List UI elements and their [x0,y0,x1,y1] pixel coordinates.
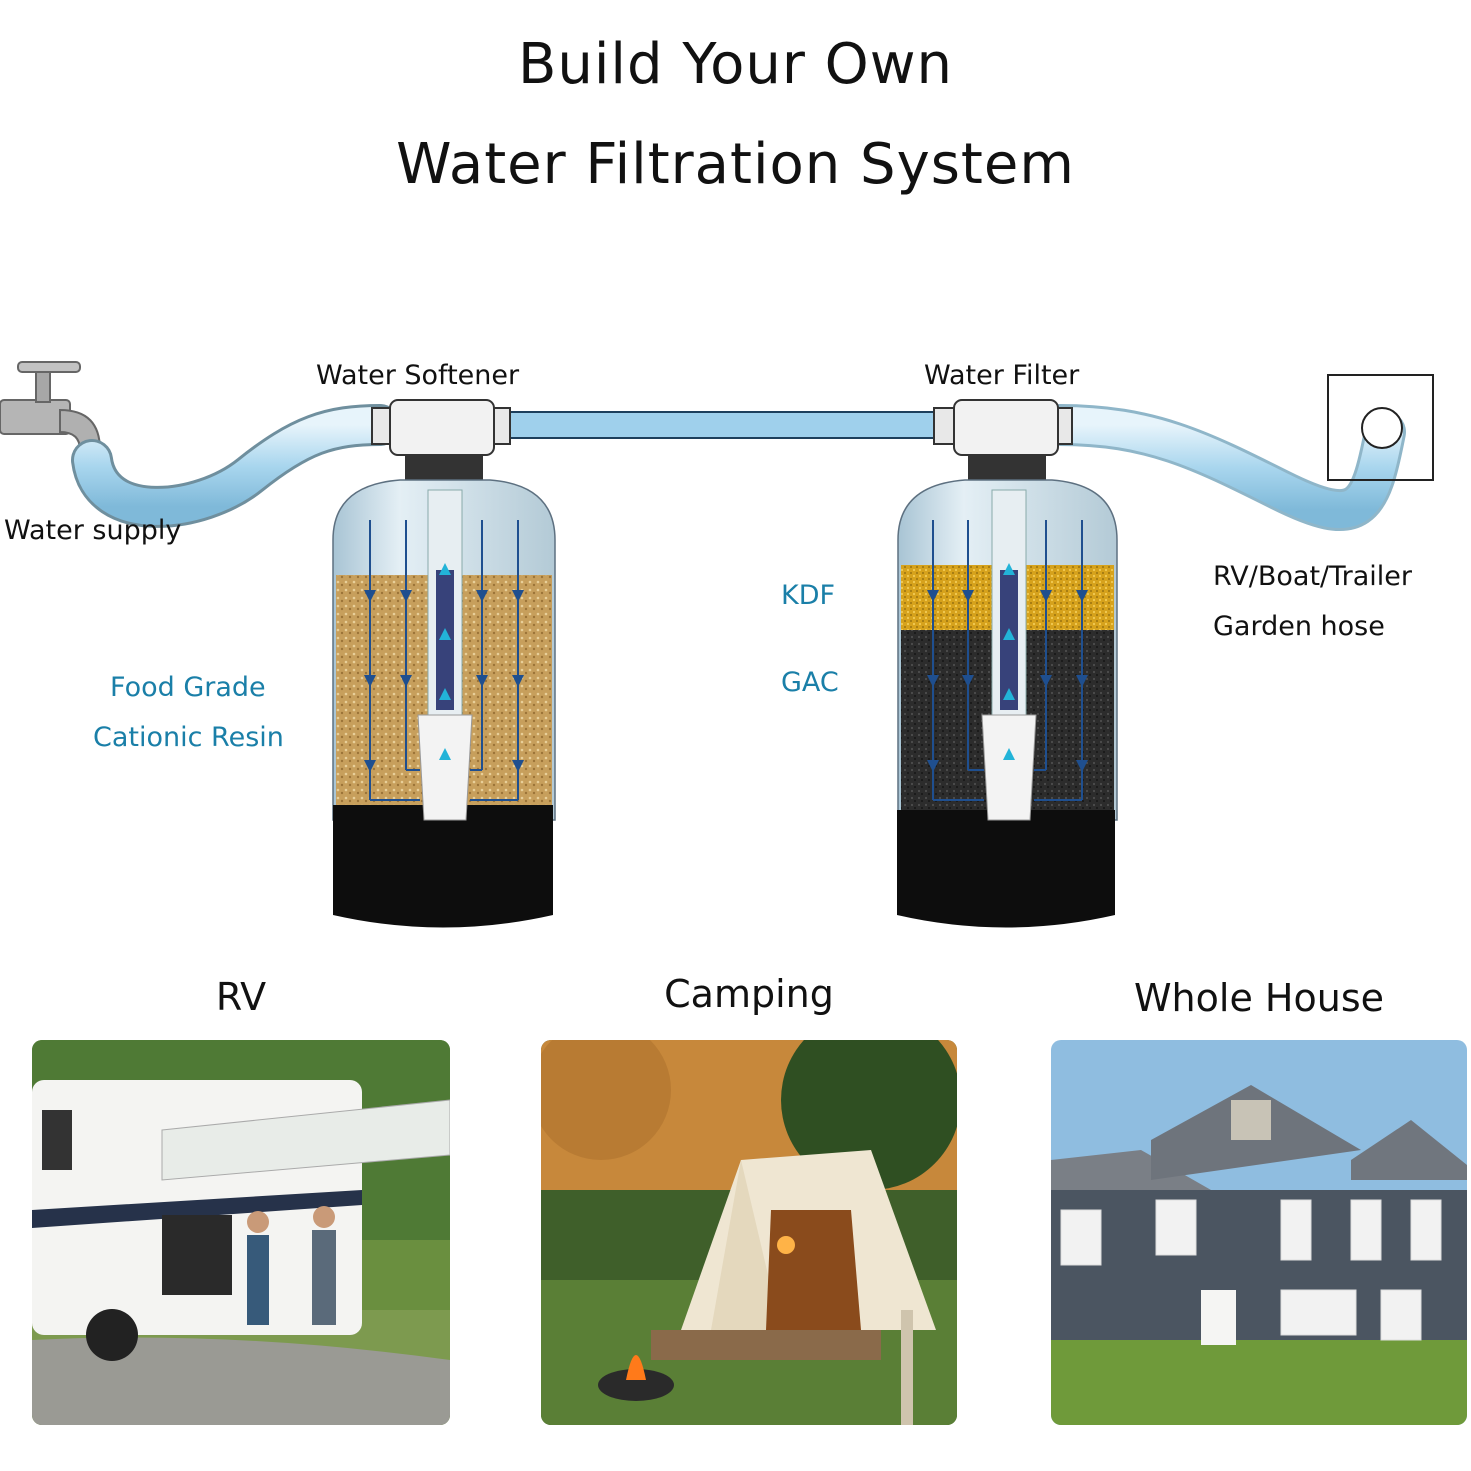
outlet-label-line-1: RV/Boat/Trailer [1213,561,1413,592]
wall-outlet-icon [1327,374,1434,481]
page-title-line-2: Water Filtration System [396,132,1075,197]
water-softener-tank [332,399,556,928]
water-filter-tank [897,399,1118,928]
application-caption-camping: Camping [664,972,834,1016]
water-softener-label: Water Softener [316,360,520,391]
kdf-label: KDF [781,580,836,611]
application-caption-whole-house: Whole House [1133,976,1384,1020]
rv-photo [32,1040,450,1425]
filtration-diagram [0,361,1434,928]
application-caption-rv: RV [215,975,267,1019]
softener-media-label-line-1: Food Grade [110,672,266,703]
house-photo [1051,1040,1467,1425]
gac-label: GAC [781,667,839,698]
outlet-label-line-2: Garden hose [1213,611,1385,642]
camping-tent-photo [541,1040,957,1425]
water-supply-label: Water supply [4,515,182,546]
water-filter-label: Water Filter [924,360,1080,391]
page-title-line-1: Build Your Own [517,32,954,97]
softener-media-label-line-2: Cationic Resin [93,722,284,753]
